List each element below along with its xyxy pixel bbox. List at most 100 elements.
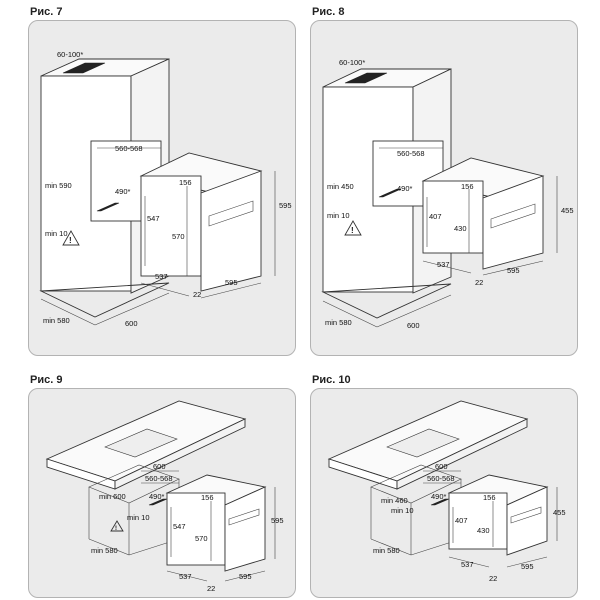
countertop-edge-front bbox=[396, 418, 528, 490]
figure-8-panel: ! 60-100* 560-568 min 450 490* min 10 15… bbox=[310, 20, 578, 356]
dim-depth bbox=[140, 282, 190, 297]
dim-depth bbox=[166, 570, 208, 582]
label-depth: 490* bbox=[431, 492, 447, 501]
oven-front bbox=[224, 486, 266, 572]
base-dim-left bbox=[88, 538, 130, 556]
oven-front bbox=[200, 170, 262, 292]
label-niche-width: 560-568 bbox=[397, 149, 425, 158]
label-vent: 60-100* bbox=[339, 58, 365, 67]
figure-7-drawing: ! 60-100* 560-568 min 590 490* min 10 15… bbox=[39, 50, 292, 328]
label-min-gap: min 10 bbox=[391, 506, 414, 515]
figure-9-panel: ! 600 560-568 min 600 490* min 10 156 54… bbox=[28, 388, 296, 598]
label-min-height: min 450 bbox=[327, 182, 354, 191]
niche-slot bbox=[96, 202, 120, 212]
svg-text:!: ! bbox=[115, 526, 117, 532]
label-front-height: 455 bbox=[553, 508, 566, 517]
plinth-outline bbox=[39, 282, 170, 318]
figure-9-drawing: ! 600 560-568 min 600 490* min 10 156 54… bbox=[45, 400, 284, 593]
countertop-edge-front bbox=[114, 418, 246, 490]
oven-handle bbox=[228, 508, 260, 526]
figure-10-drawing: 600 560-568 min 460 490* min 10 156 407 … bbox=[327, 400, 566, 583]
label-depth-537: 537 bbox=[179, 572, 192, 581]
label-min-height: min 460 bbox=[381, 496, 408, 505]
dim-depth bbox=[448, 556, 490, 568]
label-depth-537: 537 bbox=[437, 260, 450, 269]
label-oven-top: 156 bbox=[461, 182, 474, 191]
label-depth: 490* bbox=[397, 184, 413, 193]
oven-handle bbox=[208, 200, 254, 227]
label-front-height: 595 bbox=[271, 516, 284, 525]
label-base-min: min 580 bbox=[43, 316, 70, 325]
dim-front-width bbox=[482, 260, 544, 276]
label-oven-top: 156 bbox=[201, 493, 214, 502]
figure-10-panel: 600 560-568 min 460 490* min 10 156 407 … bbox=[310, 388, 578, 598]
vent-slot bbox=[344, 72, 388, 84]
label-base-width: 600 bbox=[407, 321, 420, 330]
label-vent: 60-100* bbox=[57, 50, 83, 59]
oven-body bbox=[140, 175, 202, 277]
label-front-width: 595 bbox=[521, 562, 534, 571]
label-inner-430: 430 bbox=[454, 224, 467, 233]
oven-body bbox=[166, 492, 226, 566]
figure-caption: Рис. 10 bbox=[312, 374, 351, 386]
label-front-22: 22 bbox=[489, 574, 497, 583]
label-base-width: 600 bbox=[125, 319, 138, 328]
label-front-22: 22 bbox=[207, 584, 215, 593]
label-inner-407: 407 bbox=[455, 516, 468, 525]
niche-slot bbox=[378, 188, 402, 198]
label-base-min: min 580 bbox=[91, 546, 118, 555]
dim-front-width bbox=[200, 282, 262, 299]
cooktop bbox=[386, 428, 460, 458]
plinth-outline bbox=[321, 283, 452, 319]
figure-8-drawing: ! 60-100* 560-568 min 450 490* min 10 15… bbox=[321, 58, 574, 330]
label-depth-537: 537 bbox=[155, 272, 168, 281]
warning-icon bbox=[110, 520, 124, 532]
label-front-height: 455 bbox=[561, 206, 574, 215]
label-front-22: 22 bbox=[193, 290, 201, 299]
oven-body bbox=[422, 180, 484, 254]
label-depth-537: 537 bbox=[461, 560, 474, 569]
base-dim-right bbox=[376, 294, 452, 328]
label-front-width: 595 bbox=[239, 572, 252, 581]
figure-caption: Рис. 7 bbox=[30, 6, 63, 18]
label-front-height: 595 bbox=[279, 201, 292, 210]
oven-front bbox=[482, 175, 544, 270]
label-min-height: min 600 bbox=[99, 492, 126, 501]
label-inner-570: 570 bbox=[195, 534, 208, 543]
label-oven-top: 156 bbox=[179, 178, 192, 187]
label-base-min: min 580 bbox=[373, 546, 400, 555]
label-niche-600: 600 bbox=[435, 462, 448, 471]
label-niche-width: 560-568 bbox=[145, 474, 173, 483]
label-min-gap: min 10 bbox=[327, 211, 350, 220]
label-front-width: 595 bbox=[225, 278, 238, 287]
label-depth: 490* bbox=[115, 187, 131, 196]
label-front-width: 595 bbox=[507, 266, 520, 275]
dim-front-width bbox=[506, 556, 548, 568]
label-min-height: min 590 bbox=[45, 181, 72, 190]
figure-caption: Рис. 9 bbox=[30, 374, 63, 386]
svg-text:!: ! bbox=[351, 226, 354, 235]
svg-text:!: ! bbox=[69, 236, 72, 245]
cooktop bbox=[104, 428, 178, 458]
oven-front bbox=[506, 486, 548, 556]
label-niche-width: 560-568 bbox=[115, 144, 143, 153]
base-dim-left bbox=[322, 300, 378, 328]
label-min-gap: min 10 bbox=[45, 229, 68, 238]
warning-icon bbox=[344, 220, 362, 236]
figure-caption: Рис. 8 bbox=[312, 6, 345, 18]
label-inner-570: 570 bbox=[172, 232, 185, 241]
figure-7-panel: ! 60-100* 560-568 min 590 490* min 10 15… bbox=[28, 20, 296, 356]
base-dim-left bbox=[370, 538, 412, 556]
base-dim-right bbox=[94, 292, 170, 326]
label-inner-547: 547 bbox=[147, 214, 160, 223]
label-front-22: 22 bbox=[475, 278, 483, 287]
oven-body bbox=[448, 492, 508, 550]
oven-handle bbox=[490, 203, 536, 229]
label-base-min: min 580 bbox=[325, 318, 352, 327]
label-min-gap: min 10 bbox=[127, 513, 150, 522]
label-oven-top: 156 bbox=[483, 493, 496, 502]
label-depth: 490* bbox=[149, 492, 165, 501]
oven-handle bbox=[510, 506, 542, 524]
label-niche-width: 560-568 bbox=[427, 474, 455, 483]
warning-icon bbox=[62, 230, 80, 246]
